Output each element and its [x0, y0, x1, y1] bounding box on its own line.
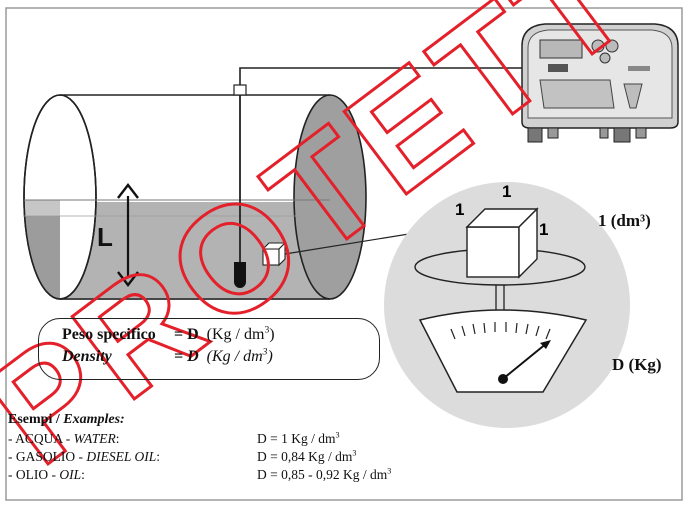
level-arrow-head-bottom	[117, 271, 139, 287]
cube-edge-label-3: 1	[539, 220, 548, 239]
cube-edge-label-2: 1	[502, 182, 511, 201]
control-unit	[521, 23, 679, 143]
level-label: L	[97, 222, 113, 252]
device-connector-3	[599, 127, 609, 139]
device-button-1	[591, 39, 605, 53]
example-oil-name: - OLIO - OIL:	[8, 467, 85, 482]
device-connector-1	[527, 127, 543, 143]
formula-label-english: Density	[62, 348, 112, 365]
weight-label: D (Kg)	[612, 355, 662, 374]
formula-eq-english: = D	[174, 348, 199, 365]
device-display	[539, 39, 583, 59]
density-circle	[384, 182, 630, 428]
formula-eq-italian: = D	[174, 326, 199, 343]
device-logo	[548, 64, 568, 72]
example-water-value: D = 1 Kg / dm3	[257, 430, 340, 446]
formula-row-english: Density = D (Kg / dm3)	[62, 346, 273, 366]
device-connector-5	[635, 127, 647, 139]
small-cube	[261, 241, 287, 267]
formula-unit-italian: (Kg / dm3)	[206, 324, 275, 343]
tank-left-end-liquid	[24, 216, 61, 300]
formula-label-italian: Peso specifico	[62, 326, 156, 343]
density-formula-box	[38, 318, 380, 380]
level-arrow-head-top	[117, 183, 139, 199]
cube-edge-label-1: 1	[455, 200, 464, 219]
example-water-name: - ACQUA - WATER:	[8, 431, 120, 446]
tank-left-end-liquid-top	[24, 200, 60, 216]
example-diesel-name: - GASOLIO - DIESEL OIL:	[8, 449, 161, 464]
device-button-2	[605, 39, 619, 53]
volume-label: 1 (dm³)	[598, 211, 651, 230]
device-brand	[628, 66, 650, 71]
device-connector-4	[613, 127, 631, 143]
example-diesel-value: D = 0,84 Kg / dm3	[257, 448, 357, 464]
level-indicator: L	[97, 183, 139, 287]
examples-title: Esempi / Examples:	[8, 412, 125, 427]
probe-float	[234, 262, 246, 288]
dial-needle	[503, 342, 548, 379]
dial-needle-tip	[540, 340, 551, 349]
unit-cube	[465, 207, 539, 279]
dial-pivot	[498, 374, 508, 384]
example-oil-value: D = 0,85 - 0,92 Kg / dm3	[257, 466, 392, 482]
device-connector-2	[547, 127, 559, 139]
tank-fitting	[233, 84, 247, 96]
scale-dial	[418, 309, 588, 393]
formula-unit-english: (Kg / dm3)	[206, 346, 273, 365]
dial-ticks	[450, 322, 551, 340]
device-button-3	[599, 52, 611, 64]
figure-frame	[5, 7, 683, 501]
device-window	[539, 79, 615, 109]
formula-row-italian: Peso specifico = D (Kg / dm3)	[62, 324, 275, 344]
device-chevron	[623, 83, 643, 109]
